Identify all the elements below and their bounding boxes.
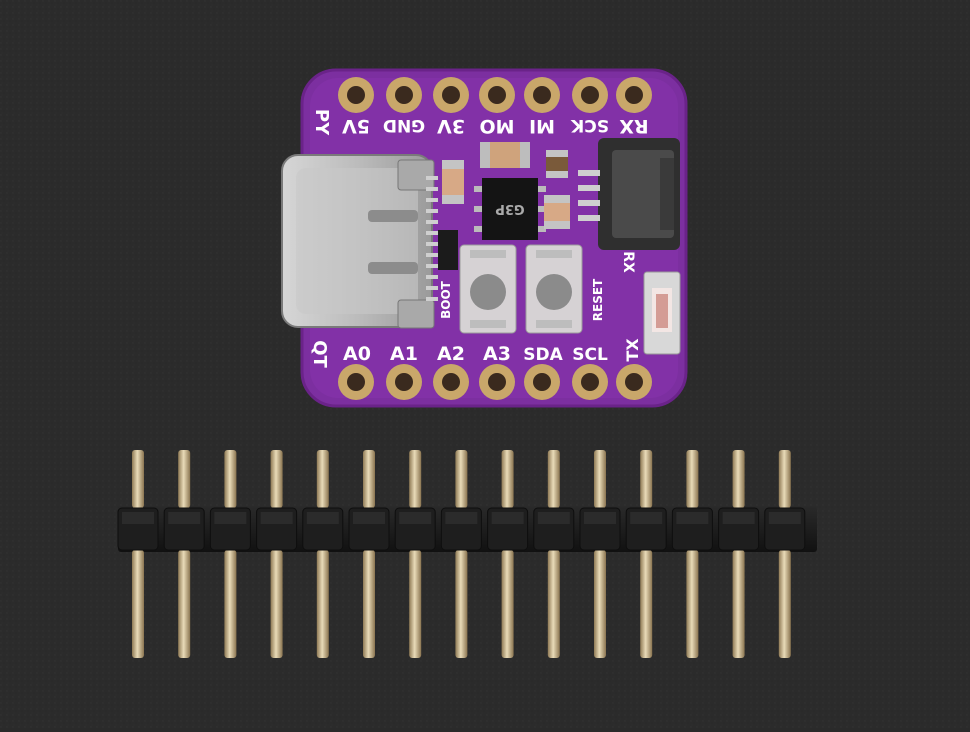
usb-pin — [426, 275, 438, 279]
bottom-pad-5 — [524, 364, 560, 400]
header-pin-1 — [117, 450, 159, 658]
header-pin-14 — [718, 450, 760, 658]
reset-label: RESET — [591, 278, 605, 321]
usb-pin — [426, 242, 438, 246]
pin-label-a0: A0 — [343, 343, 371, 365]
top-pad-4 — [479, 77, 515, 113]
usb-pin — [426, 286, 438, 290]
header-pin-7 — [394, 450, 436, 658]
resistor-small — [546, 150, 568, 178]
top-pad-5 — [524, 77, 560, 113]
header-pin-10 — [533, 450, 575, 658]
capacitor-top — [480, 142, 530, 168]
top-pad-2 — [386, 77, 422, 113]
header-pin-13 — [671, 450, 713, 658]
pin-label-sda: SDA — [523, 345, 563, 365]
usb-solder-pins — [426, 176, 438, 301]
boot-label: BOOT — [439, 280, 453, 319]
usb-pin — [426, 187, 438, 191]
pin-label-a3: A3 — [483, 343, 511, 365]
header-pin-5 — [302, 450, 344, 658]
usb-pin — [426, 231, 438, 235]
boot-button — [459, 244, 517, 334]
header-pin-12 — [625, 450, 667, 658]
reset-button — [525, 244, 583, 334]
header-pin-11 — [579, 450, 621, 658]
usb-pin — [426, 220, 438, 224]
bottom-pad-6 — [572, 364, 608, 400]
small-chip — [438, 230, 458, 270]
pin-label-5v: 5V — [342, 115, 370, 137]
pin-label-a2: A2 — [437, 343, 465, 365]
header-pin-2 — [163, 450, 205, 658]
pin-label-mo: MO — [479, 115, 514, 137]
stemma-qt-connector — [578, 138, 680, 250]
usb-pin — [426, 176, 438, 180]
header-pin-4 — [256, 450, 298, 658]
pin-label-tx: TX — [623, 338, 642, 362]
usb-pin — [426, 297, 438, 301]
bottom-pad-4 — [479, 364, 515, 400]
header-pin-6 — [348, 450, 390, 658]
header-pin-3 — [209, 450, 251, 658]
pin-header-strip — [117, 450, 817, 658]
edge-label-qt: QT — [309, 340, 330, 368]
bottom-pad-3 — [433, 364, 469, 400]
pin-label-mi: MI — [529, 115, 555, 137]
pin-label-3v: 3V — [437, 115, 465, 137]
bottom-pad-7 — [616, 364, 652, 400]
top-pad-6 — [572, 77, 608, 113]
header-pin-9 — [487, 450, 529, 658]
pin-label-sck: SCK — [570, 115, 609, 135]
usb-pin — [426, 264, 438, 268]
header-pin-15 — [764, 450, 806, 658]
bottom-pad-2 — [386, 364, 422, 400]
pin-label-rx: RX — [619, 115, 649, 137]
bottom-pin-labels: A0 A1 A2 A3 SDA SCL TX — [343, 338, 642, 365]
top-pad-3 — [433, 77, 469, 113]
top-pad-1 — [338, 77, 374, 113]
rx-label-side: RX — [620, 251, 636, 273]
bottom-castellated-pads — [338, 364, 652, 400]
pin-label-a1: A1 — [390, 343, 418, 365]
chip-marking: G3P — [495, 201, 524, 216]
usb-pin — [426, 253, 438, 257]
qt-py-board: 5V GND 3V MO MI SCK RX A0 A1 A2 A3 SDA S… — [281, 68, 688, 408]
edge-label-py: PY — [311, 109, 332, 136]
top-pin-labels: 5V GND 3V MO MI SCK RX — [342, 115, 649, 137]
pin-label-scl: SCL — [572, 345, 608, 365]
usb-pin — [426, 198, 438, 202]
voltage-regulator-chip: G3P — [474, 178, 546, 240]
capacitor-middle — [544, 195, 570, 229]
header-pin-8 — [440, 450, 482, 658]
usb-pin — [426, 209, 438, 213]
pin-label-gnd: GND — [383, 115, 425, 135]
top-pad-7 — [616, 77, 652, 113]
top-castellated-pads — [338, 77, 652, 113]
bottom-pad-1 — [338, 364, 374, 400]
usb-c-connector — [281, 154, 438, 329]
capacitor-left — [442, 160, 464, 204]
status-led — [643, 271, 681, 355]
